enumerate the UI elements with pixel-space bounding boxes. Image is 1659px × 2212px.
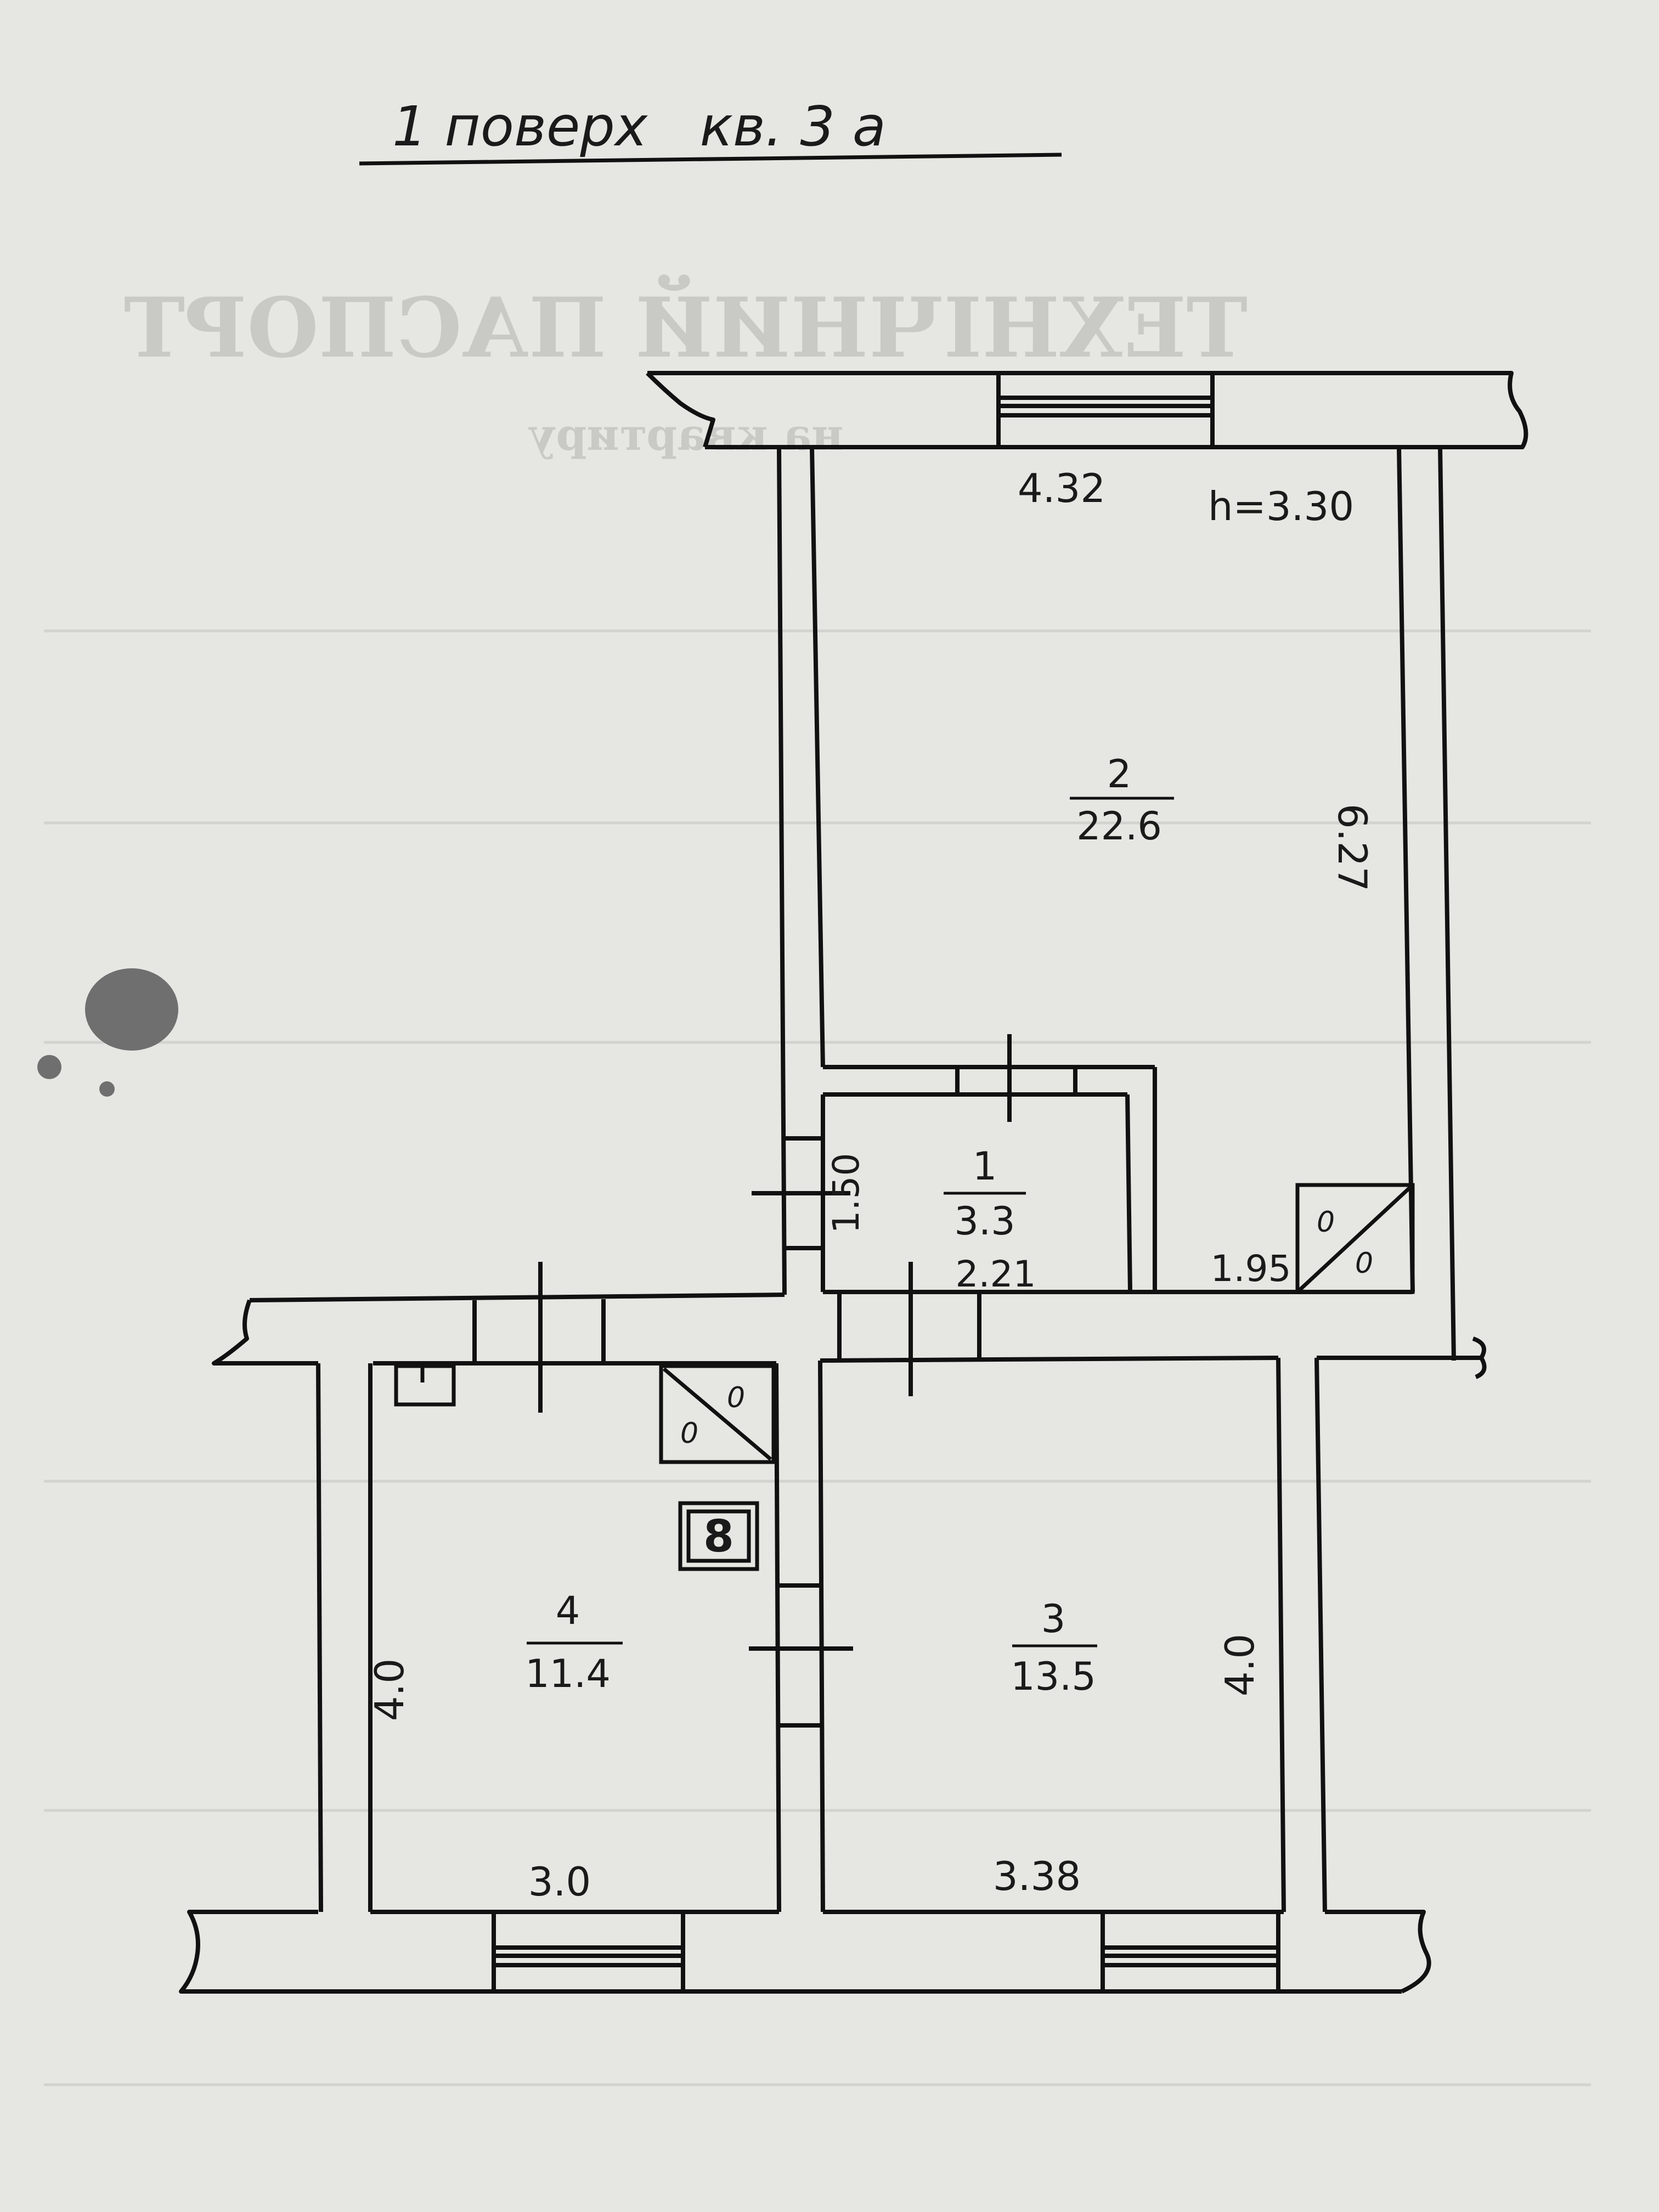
room4-height-dim: 4.0 [366,1658,413,1722]
room2-width-dim: 4.32 [1018,465,1105,511]
corridor-width-dim: 1.95 [1211,1248,1291,1290]
room-4-area: 11.4 [525,1651,611,1696]
fixtures [394,1183,1415,1571]
room-4-label: 4 11.4 [525,1588,623,1696]
room3-width-dim: 3.38 [993,1853,1081,1899]
room-1-label: 1 3.3 [944,1144,1026,1244]
sink-room4-mark-2: 0 [680,1417,698,1450]
sink-room2-mark-1: 0 [1317,1206,1335,1239]
fixture-labels: 0 0 0 0 8 [680,1206,1373,1562]
room-2-number: 2 [1107,752,1132,797]
ink-stain [37,968,178,1097]
floor-apartment-label: 1 поверх кв. 3 а [392,94,886,159]
ghost-subtitle: на квартиру [528,409,843,460]
room1-height-dim: 1.50 [825,1153,867,1234]
room-3-area: 13.5 [1011,1654,1096,1699]
sink-room2-mark-2: 0 [1355,1247,1373,1280]
room-labels: 1 3.3 2 22.6 3 13.5 4 11.4 [525,752,1174,1699]
room-3-number: 3 [1041,1596,1066,1641]
room4-width-dim: 3.0 [528,1859,591,1905]
ceiling-height-label: h=3.30 [1208,483,1354,529]
stove-mark: 8 [703,1511,734,1562]
room3-height-dim: 4.0 [1217,1634,1263,1697]
sink-room4 [659,1364,776,1464]
room-2-area: 22.6 [1076,804,1162,849]
room-3-label: 3 13.5 [1011,1596,1097,1699]
sink-room2 [1295,1183,1415,1294]
ghost-title: ТЕХНІЧНИЙ ПАСПОРТ [124,274,1248,376]
meter-box [394,1364,456,1407]
sink-room4-mark-1: 0 [727,1381,745,1414]
room-1-number: 1 [973,1144,997,1189]
dimension-labels: 4.32 h=3.30 6.27 1.50 2.21 1.95 4.0 3.0 … [366,465,1375,1905]
room2-length-dim: 6.27 [1329,804,1375,891]
room-4-number: 4 [556,1588,580,1633]
plan-title: 1 поверх кв. 3 а [359,94,1062,166]
room-1-area: 3.3 [954,1199,1015,1244]
room1-width-dim: 2.21 [956,1253,1036,1295]
room-2-label: 2 22.6 [1070,752,1174,849]
background-print: ТЕХНІЧНИЙ ПАСПОРТ на квартиру [44,274,1591,2086]
walls [179,371,1528,1994]
title-underline [359,153,1062,166]
stove-icon [678,1501,759,1571]
